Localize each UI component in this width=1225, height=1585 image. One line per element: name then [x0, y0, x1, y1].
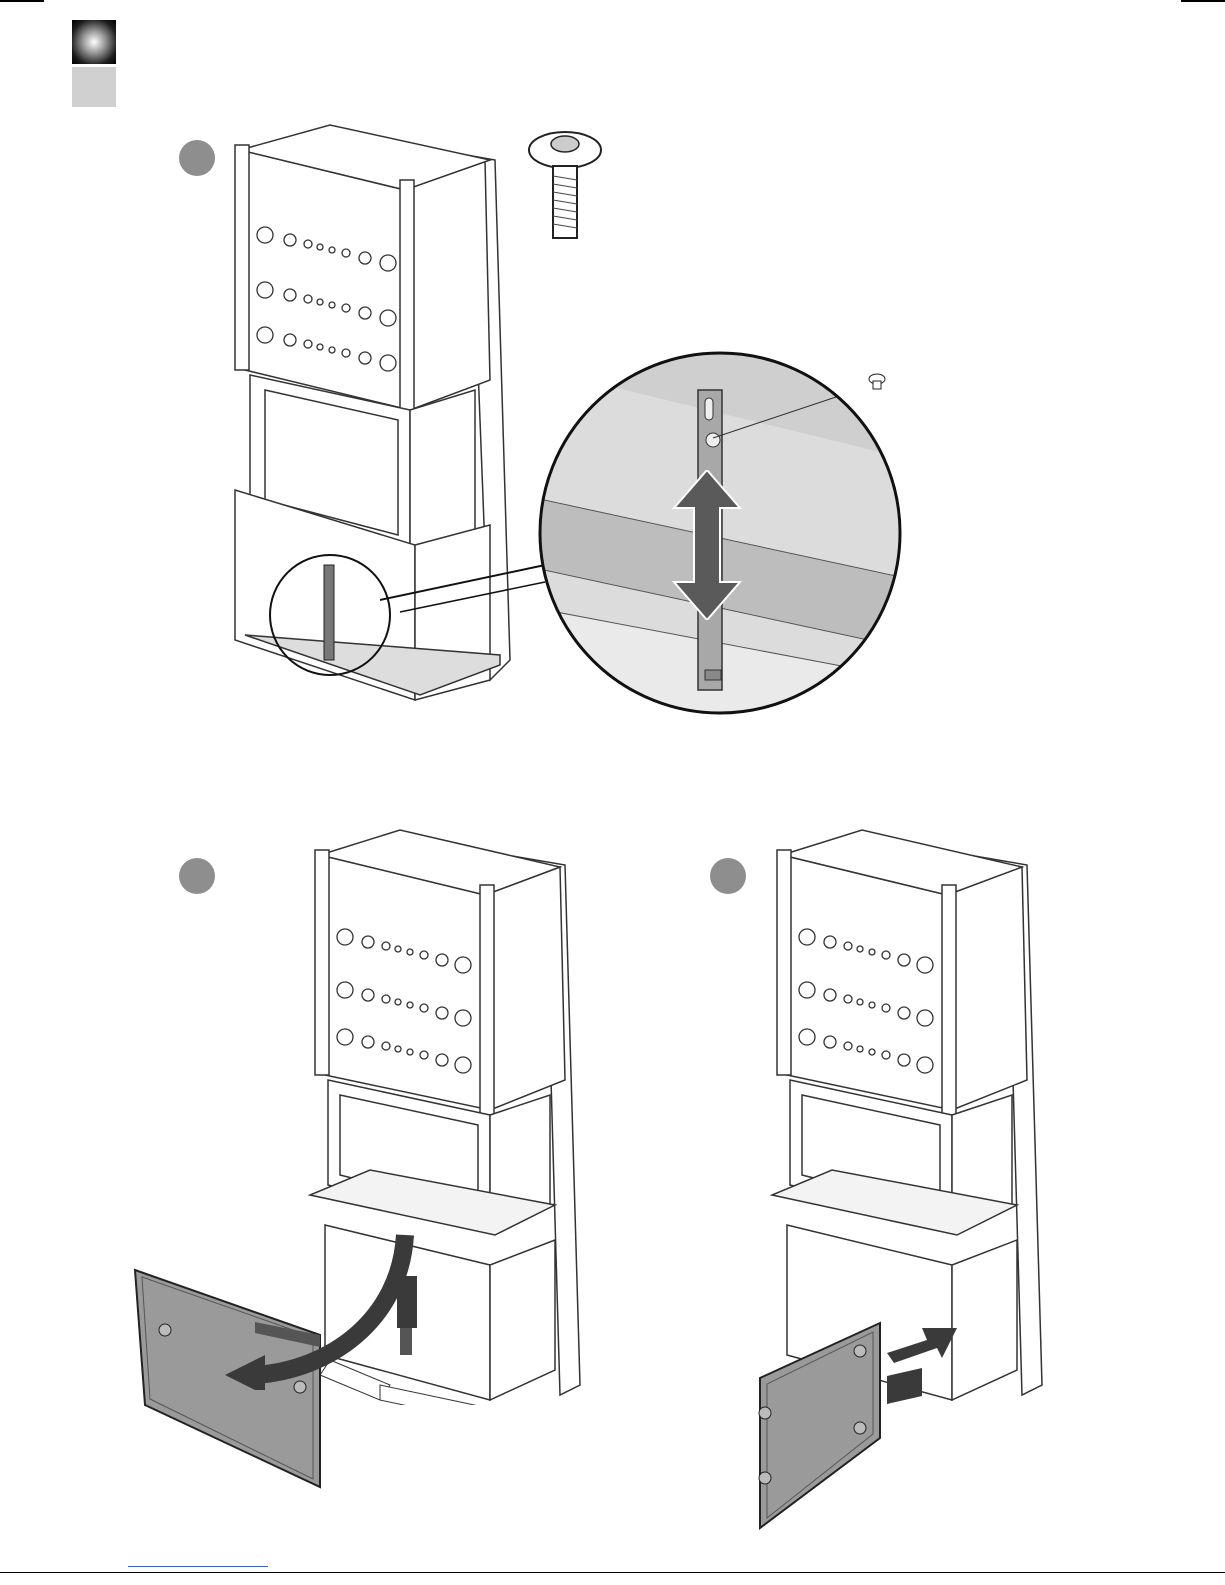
- step-marker-2: [179, 858, 215, 894]
- section-tab-bottom: [72, 67, 116, 107]
- lift-arrow-icon: [393, 1268, 421, 1328]
- step-marker-1: [179, 140, 215, 176]
- crop-mark-top-right: [1181, 0, 1225, 2]
- small-screw-icon: [866, 372, 888, 390]
- installed-panel: [755, 1318, 885, 1533]
- step-marker-3: [710, 858, 746, 894]
- step1-frame-illustration: [220, 120, 530, 710]
- curved-arrow-icon: [220, 1220, 420, 1390]
- footer-rule: [0, 1572, 1225, 1573]
- push-arrow-icon: [882, 1318, 962, 1408]
- zoom-connector: [380, 560, 550, 620]
- screw-icon: [525, 128, 605, 243]
- section-tab-top: [72, 20, 116, 64]
- double-arrow-icon: [672, 470, 742, 620]
- crop-mark-top-left: [0, 0, 44, 2]
- footer-link-underline: [128, 1566, 268, 1567]
